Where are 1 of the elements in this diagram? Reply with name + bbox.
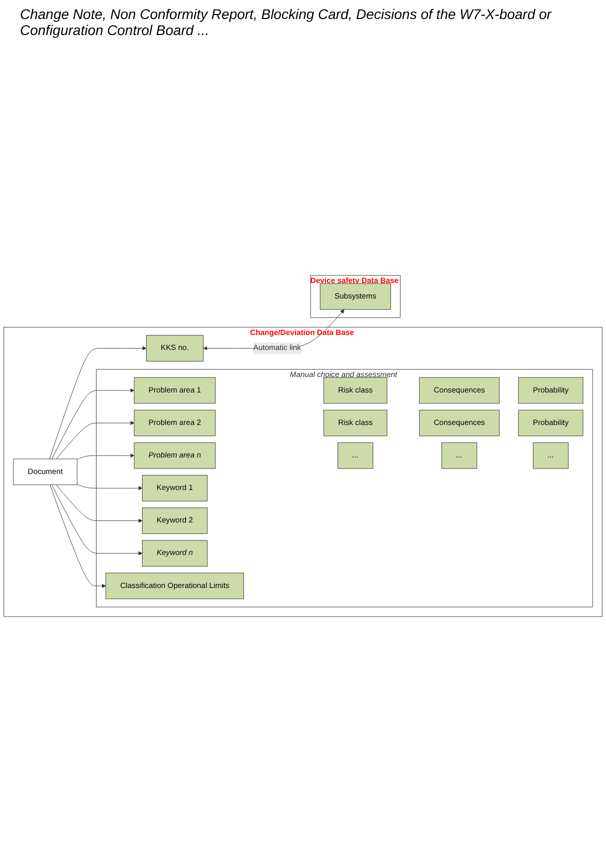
note-text: Change Note, Non Conformity Report, Blocking Card, Decisions of the W7-X-board or Configuration Control Board ... — [20, 6, 553, 38]
